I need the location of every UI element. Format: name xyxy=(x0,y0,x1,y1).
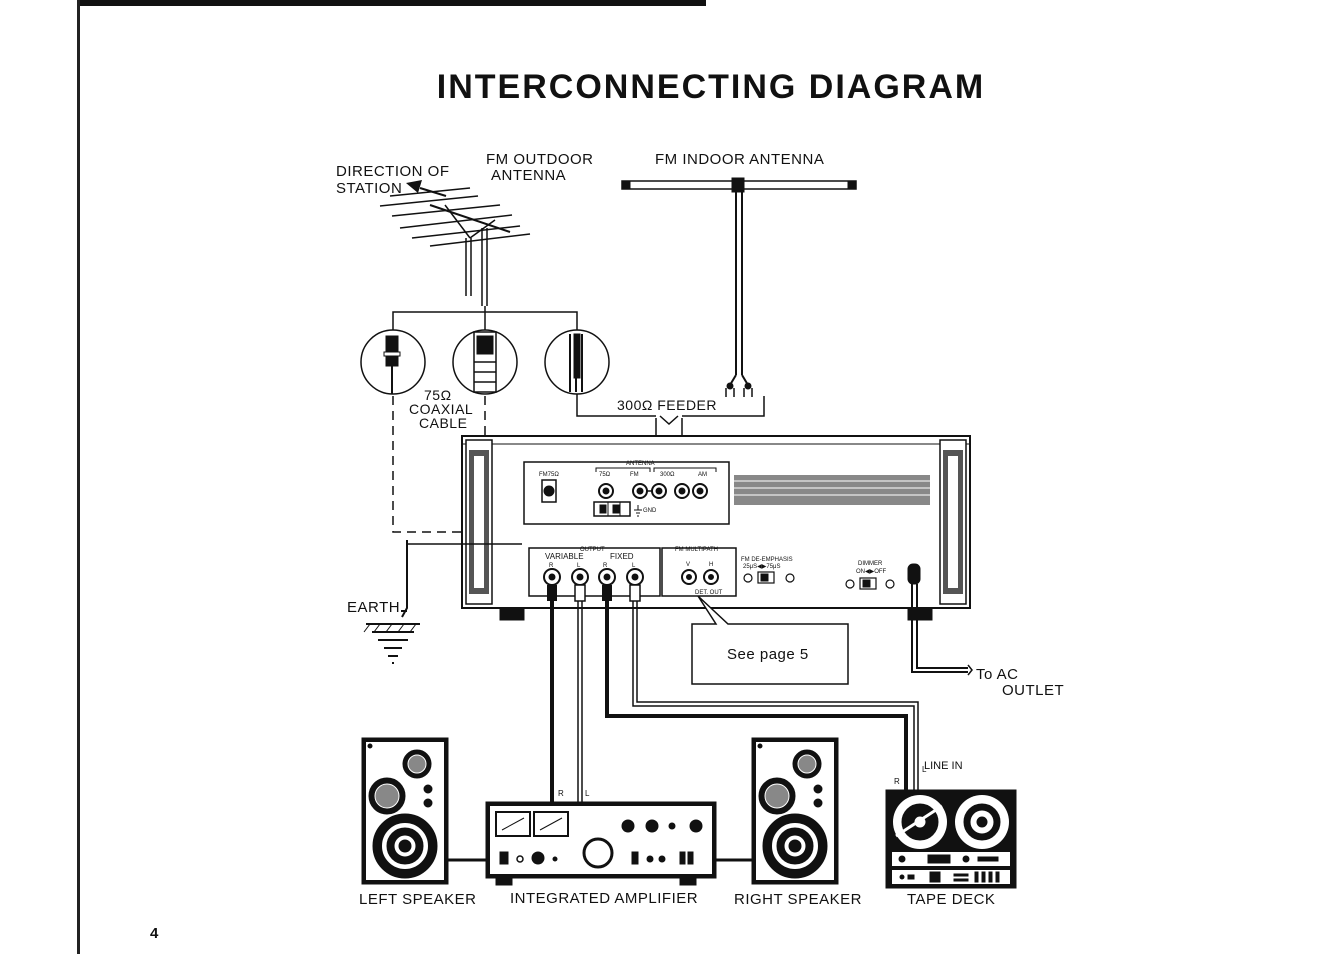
top-rule xyxy=(78,0,706,6)
deemph-label: FM DE-EMPHASIS xyxy=(741,557,793,563)
fm-indoor-label: FM INDOOR ANTENNA xyxy=(655,151,824,168)
coax-label-2: COAXIAL xyxy=(409,401,473,417)
ant75-label: 75Ω xyxy=(599,472,611,478)
earth-label: EARTH xyxy=(347,599,400,616)
antam-label: AM xyxy=(698,472,707,478)
var-r-label: R xyxy=(549,563,554,569)
cable-detail-circles xyxy=(360,306,610,395)
dimmer-switch xyxy=(845,577,895,590)
multipath-label: FM MULTIPATH xyxy=(675,547,718,553)
dimmer-label-2: ON◀▶OFF xyxy=(856,569,887,575)
gnd-label: GND xyxy=(643,508,657,514)
amp-l-label: L xyxy=(585,789,590,798)
direction-label-2: STATION xyxy=(336,180,402,197)
left-margin-line xyxy=(77,0,80,954)
tape-deck-caption: TAPE DECK xyxy=(907,891,995,908)
yagi-antenna-icon xyxy=(379,187,531,306)
antenna-group-label: ANTENNA xyxy=(626,461,655,467)
line-in-label: LINE IN xyxy=(924,760,963,772)
fm75-left-label: FM75Ω xyxy=(539,472,559,478)
signal-cables xyxy=(547,584,919,802)
mp-h-label: H xyxy=(709,562,713,568)
left-speaker xyxy=(361,737,449,885)
ac-label: To AC xyxy=(976,666,1019,683)
power-cord xyxy=(907,563,973,676)
deck-r-label: R xyxy=(894,777,900,786)
dimmer-label: DIMMER xyxy=(858,561,883,567)
left-speaker-caption: LEFT SPEAKER xyxy=(359,891,476,908)
fm-outdoor-label: FM OUTDOOR xyxy=(486,151,594,168)
ant300-label: 300Ω xyxy=(660,472,675,478)
right-speaker-caption: RIGHT SPEAKER xyxy=(734,891,862,908)
fixed-label: FIXED xyxy=(610,552,634,561)
deemph-label-2: 25μS◀▶75μS xyxy=(743,564,781,570)
det-out-label: DET. OUT xyxy=(695,590,723,596)
see-page-callout xyxy=(691,595,849,685)
direction-label: DIRECTION OF xyxy=(336,163,450,180)
amplifier-caption: INTEGRATED AMPLIFIER xyxy=(510,890,698,907)
integrated-amplifier xyxy=(485,801,717,886)
mp-v-label: V xyxy=(686,562,690,568)
variable-label: VARIABLE xyxy=(545,552,584,561)
output-group-label: OUTPUT xyxy=(580,547,605,553)
page-title: INTERCONNECTING DIAGRAM xyxy=(436,68,986,106)
page-number: 4 xyxy=(150,925,159,942)
coax-label-3: CABLE xyxy=(419,415,467,431)
feeder-label: 300Ω FEEDER xyxy=(617,397,717,413)
tape-deck xyxy=(885,789,1017,889)
deck-l-label: L xyxy=(922,765,927,774)
output-jacks xyxy=(543,568,719,586)
ground-symbol-icon xyxy=(363,540,522,664)
fm-outdoor-label-2: ANTENNA xyxy=(491,167,566,184)
see-page-label: See page 5 xyxy=(727,646,809,663)
var-l-label: L xyxy=(577,563,581,569)
ac-label-2: OUTLET xyxy=(1002,682,1064,699)
fix-r-label: R xyxy=(603,563,608,569)
deemph-switch xyxy=(743,571,795,584)
antfm-label: FM xyxy=(630,472,639,478)
fix-l-label: L xyxy=(632,563,636,569)
antenna-terminals xyxy=(541,479,708,517)
amp-r-label: R xyxy=(558,789,564,798)
dipole-antenna-icon xyxy=(621,177,857,397)
right-speaker xyxy=(751,737,839,885)
coax-label: 75Ω xyxy=(424,387,452,403)
